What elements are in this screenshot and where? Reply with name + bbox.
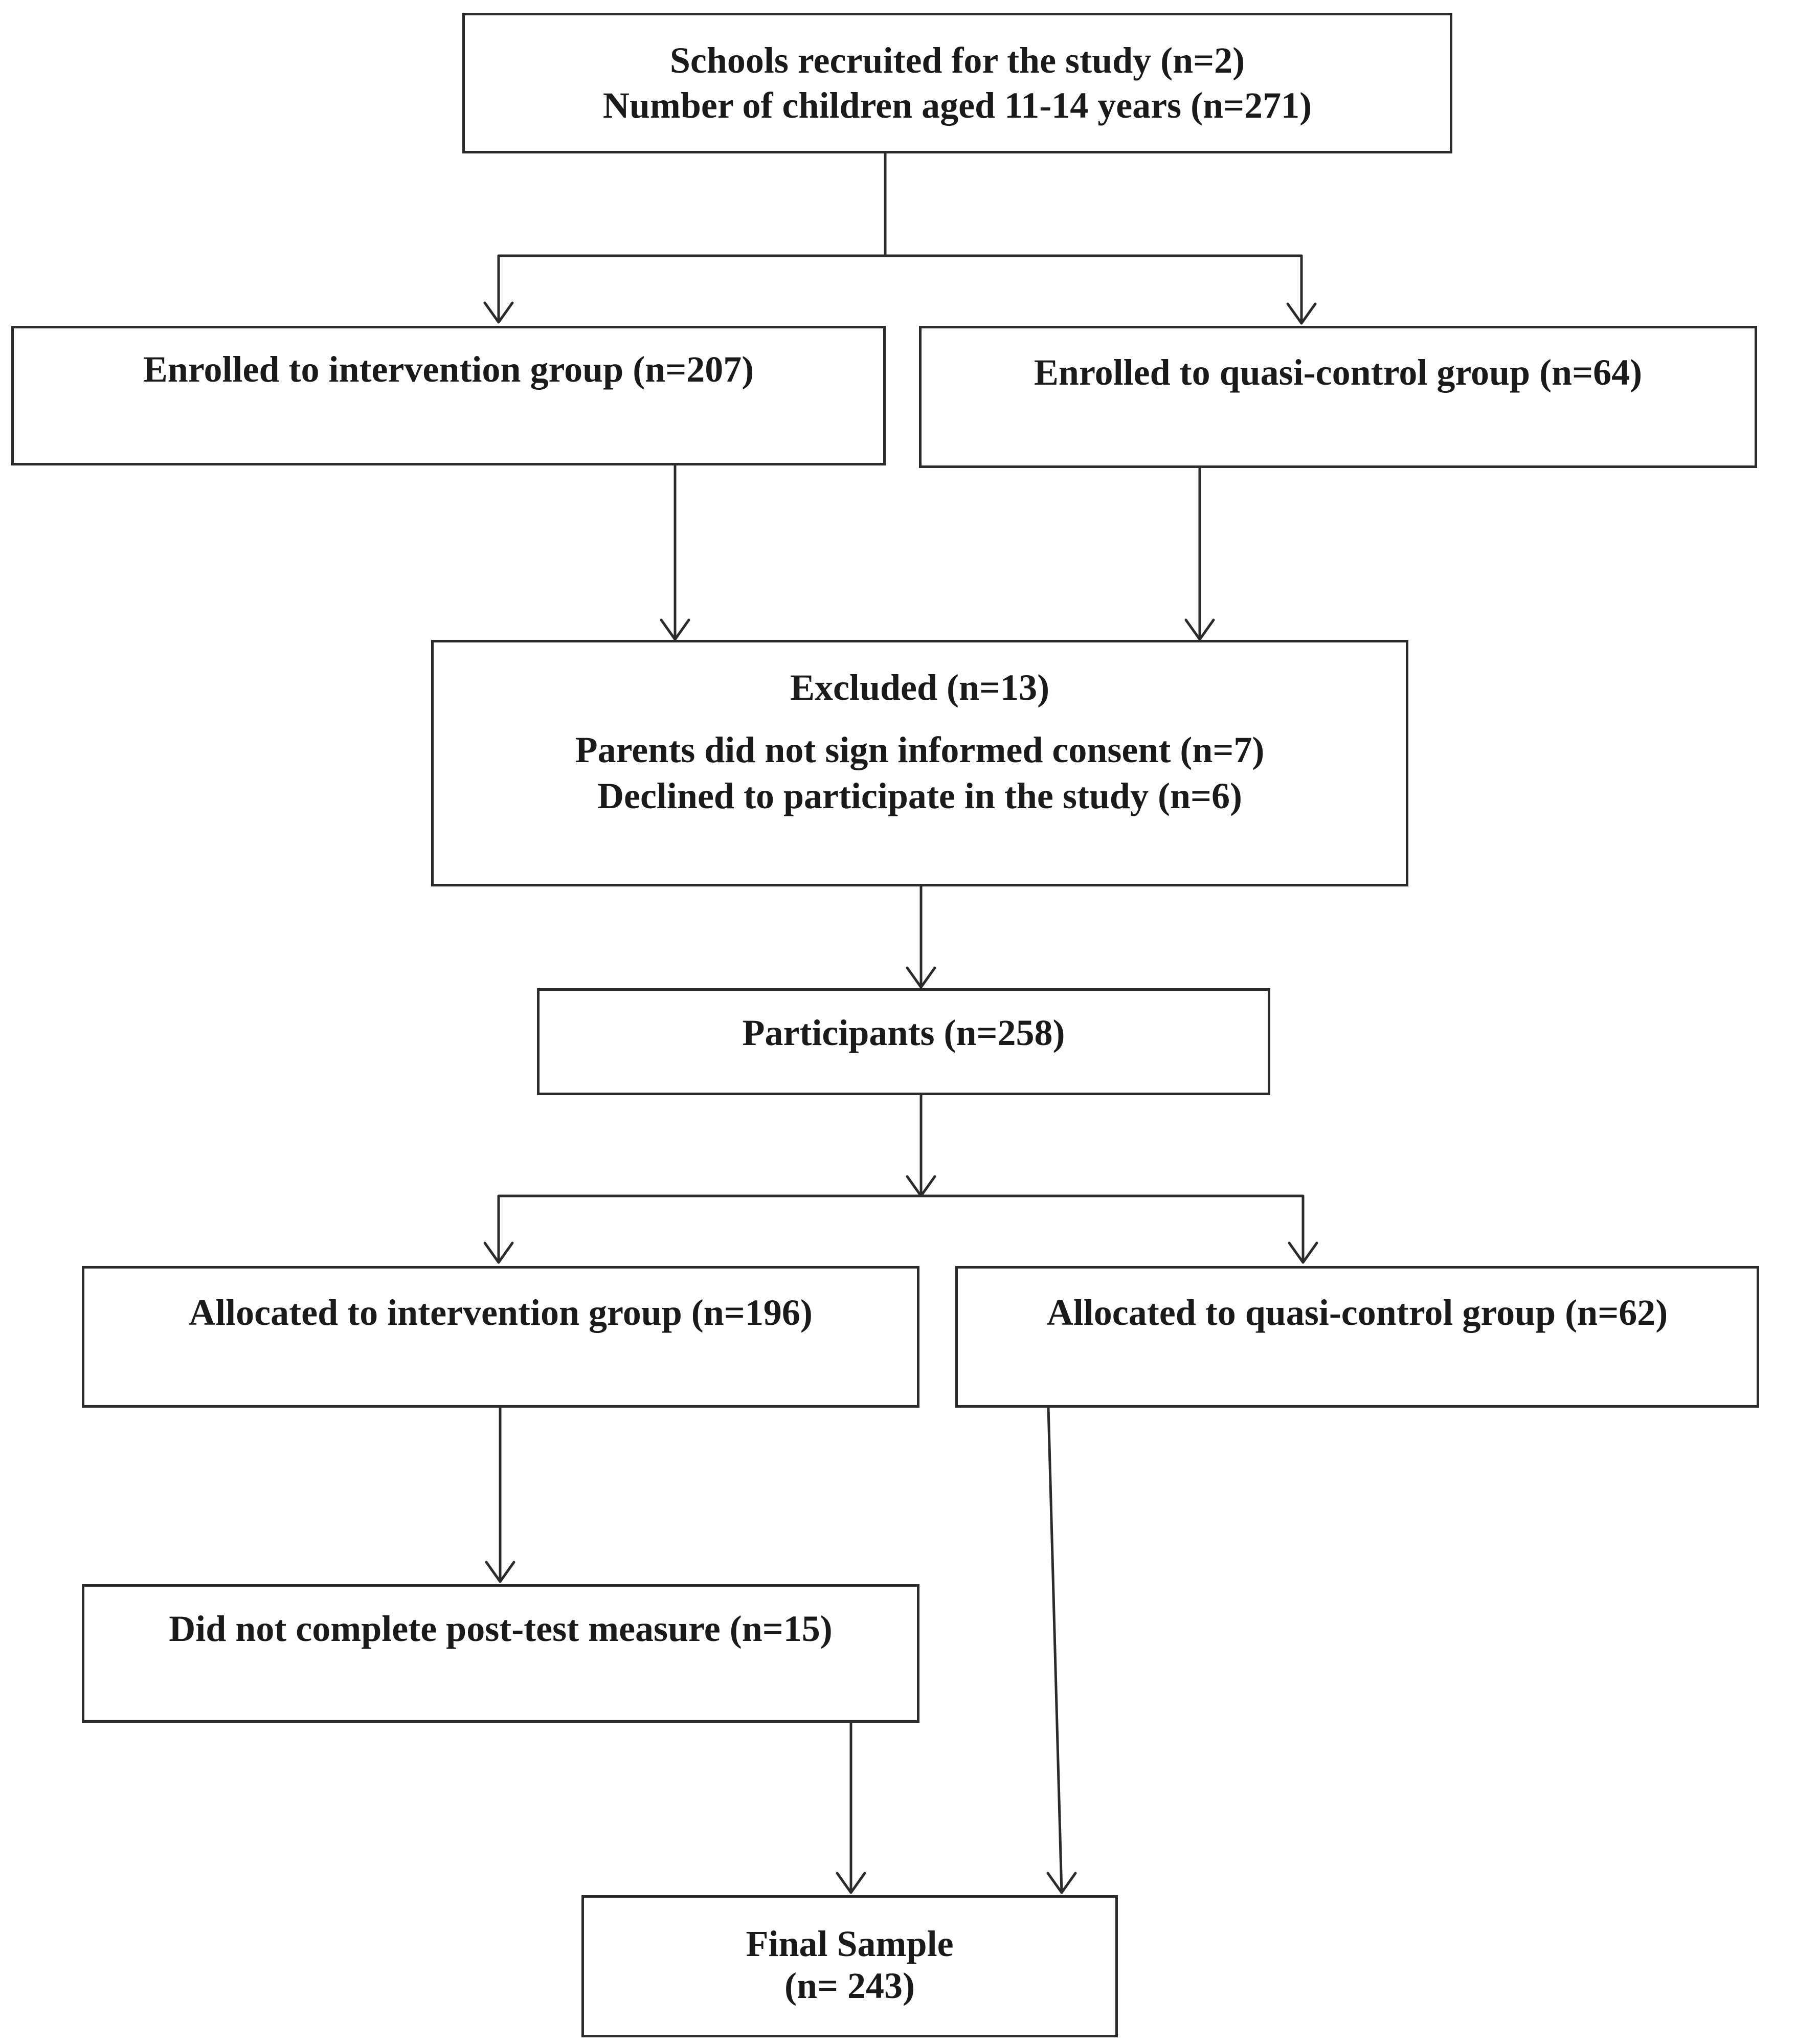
enrolled-control-text: Enrolled to quasi-control group (n=64)	[1034, 352, 1643, 393]
arrowhead	[483, 301, 514, 324]
allocated-control-text: Allocated to quasi-control group (n=62)	[1046, 1292, 1668, 1333]
post-test-box: Did not complete post-test measure (n=15…	[82, 1584, 919, 1723]
final-sample-count-text: (n= 243)	[784, 1965, 915, 2006]
recruitment-schools-text: Schools recruited for the study (n=2)	[669, 40, 1245, 81]
arrowhead	[1184, 618, 1215, 641]
arrow-participants-to-allocated-control	[919, 1194, 1305, 1264]
arrowhead	[485, 1561, 515, 1583]
allocated-intervention-box: Allocated to intervention group (n=196)	[82, 1266, 919, 1408]
split-connector-top	[497, 152, 1303, 325]
arrowhead	[1046, 1872, 1077, 1894]
arrowhead	[660, 618, 690, 641]
enrolled-intervention-text: Enrolled to intervention group (n=207)	[143, 349, 754, 390]
arrowhead	[906, 966, 936, 989]
arrow-recruitment-to-enrolled-intervention	[497, 152, 887, 324]
enrolled-control-box: Enrolled to quasi-control group (n=64)	[919, 326, 1757, 468]
arrowhead	[1288, 1241, 1318, 1264]
arrowhead	[483, 1241, 514, 1264]
recruitment-box: Schools recruited for the study (n=2) Nu…	[462, 13, 1452, 153]
arrow-allocated-control-to-final-sample	[1047, 1406, 1063, 1894]
arrow-participants-to-allocated-intervention	[497, 1194, 923, 1264]
excluded-consent-text: Parents did not sign informed consent (n…	[575, 729, 1265, 770]
arrowhead	[836, 1872, 866, 1894]
excluded-declined-text: Declined to participate in the study (n=…	[597, 775, 1242, 816]
final-sample-title-text: Final Sample	[746, 1923, 954, 1964]
participants-box: Participants (n=258)	[537, 988, 1270, 1095]
allocated-intervention-text: Allocated to intervention group (n=196)	[189, 1292, 813, 1333]
split-connector-bottom	[497, 1094, 1305, 1264]
arrow-recruitment-to-enrolled-control	[884, 254, 1303, 325]
participants-text: Participants (n=258)	[742, 1012, 1065, 1053]
arrowhead	[906, 1175, 936, 1197]
recruitment-children-text: Number of children aged 11-14 years (n=2…	[602, 85, 1312, 126]
excluded-box: Excluded (n=13) Parents did not sign inf…	[431, 640, 1408, 886]
final-sample-box: Final Sample (n= 243)	[581, 1895, 1118, 2037]
enrolled-intervention-box: Enrolled to intervention group (n=207)	[11, 326, 886, 465]
excluded-title-text: Excluded (n=13)	[790, 667, 1050, 708]
post-test-text: Did not complete post-test measure (n=15…	[169, 1608, 833, 1649]
arrowhead	[1286, 302, 1317, 325]
allocated-control-box: Allocated to quasi-control group (n=62)	[955, 1266, 1759, 1408]
